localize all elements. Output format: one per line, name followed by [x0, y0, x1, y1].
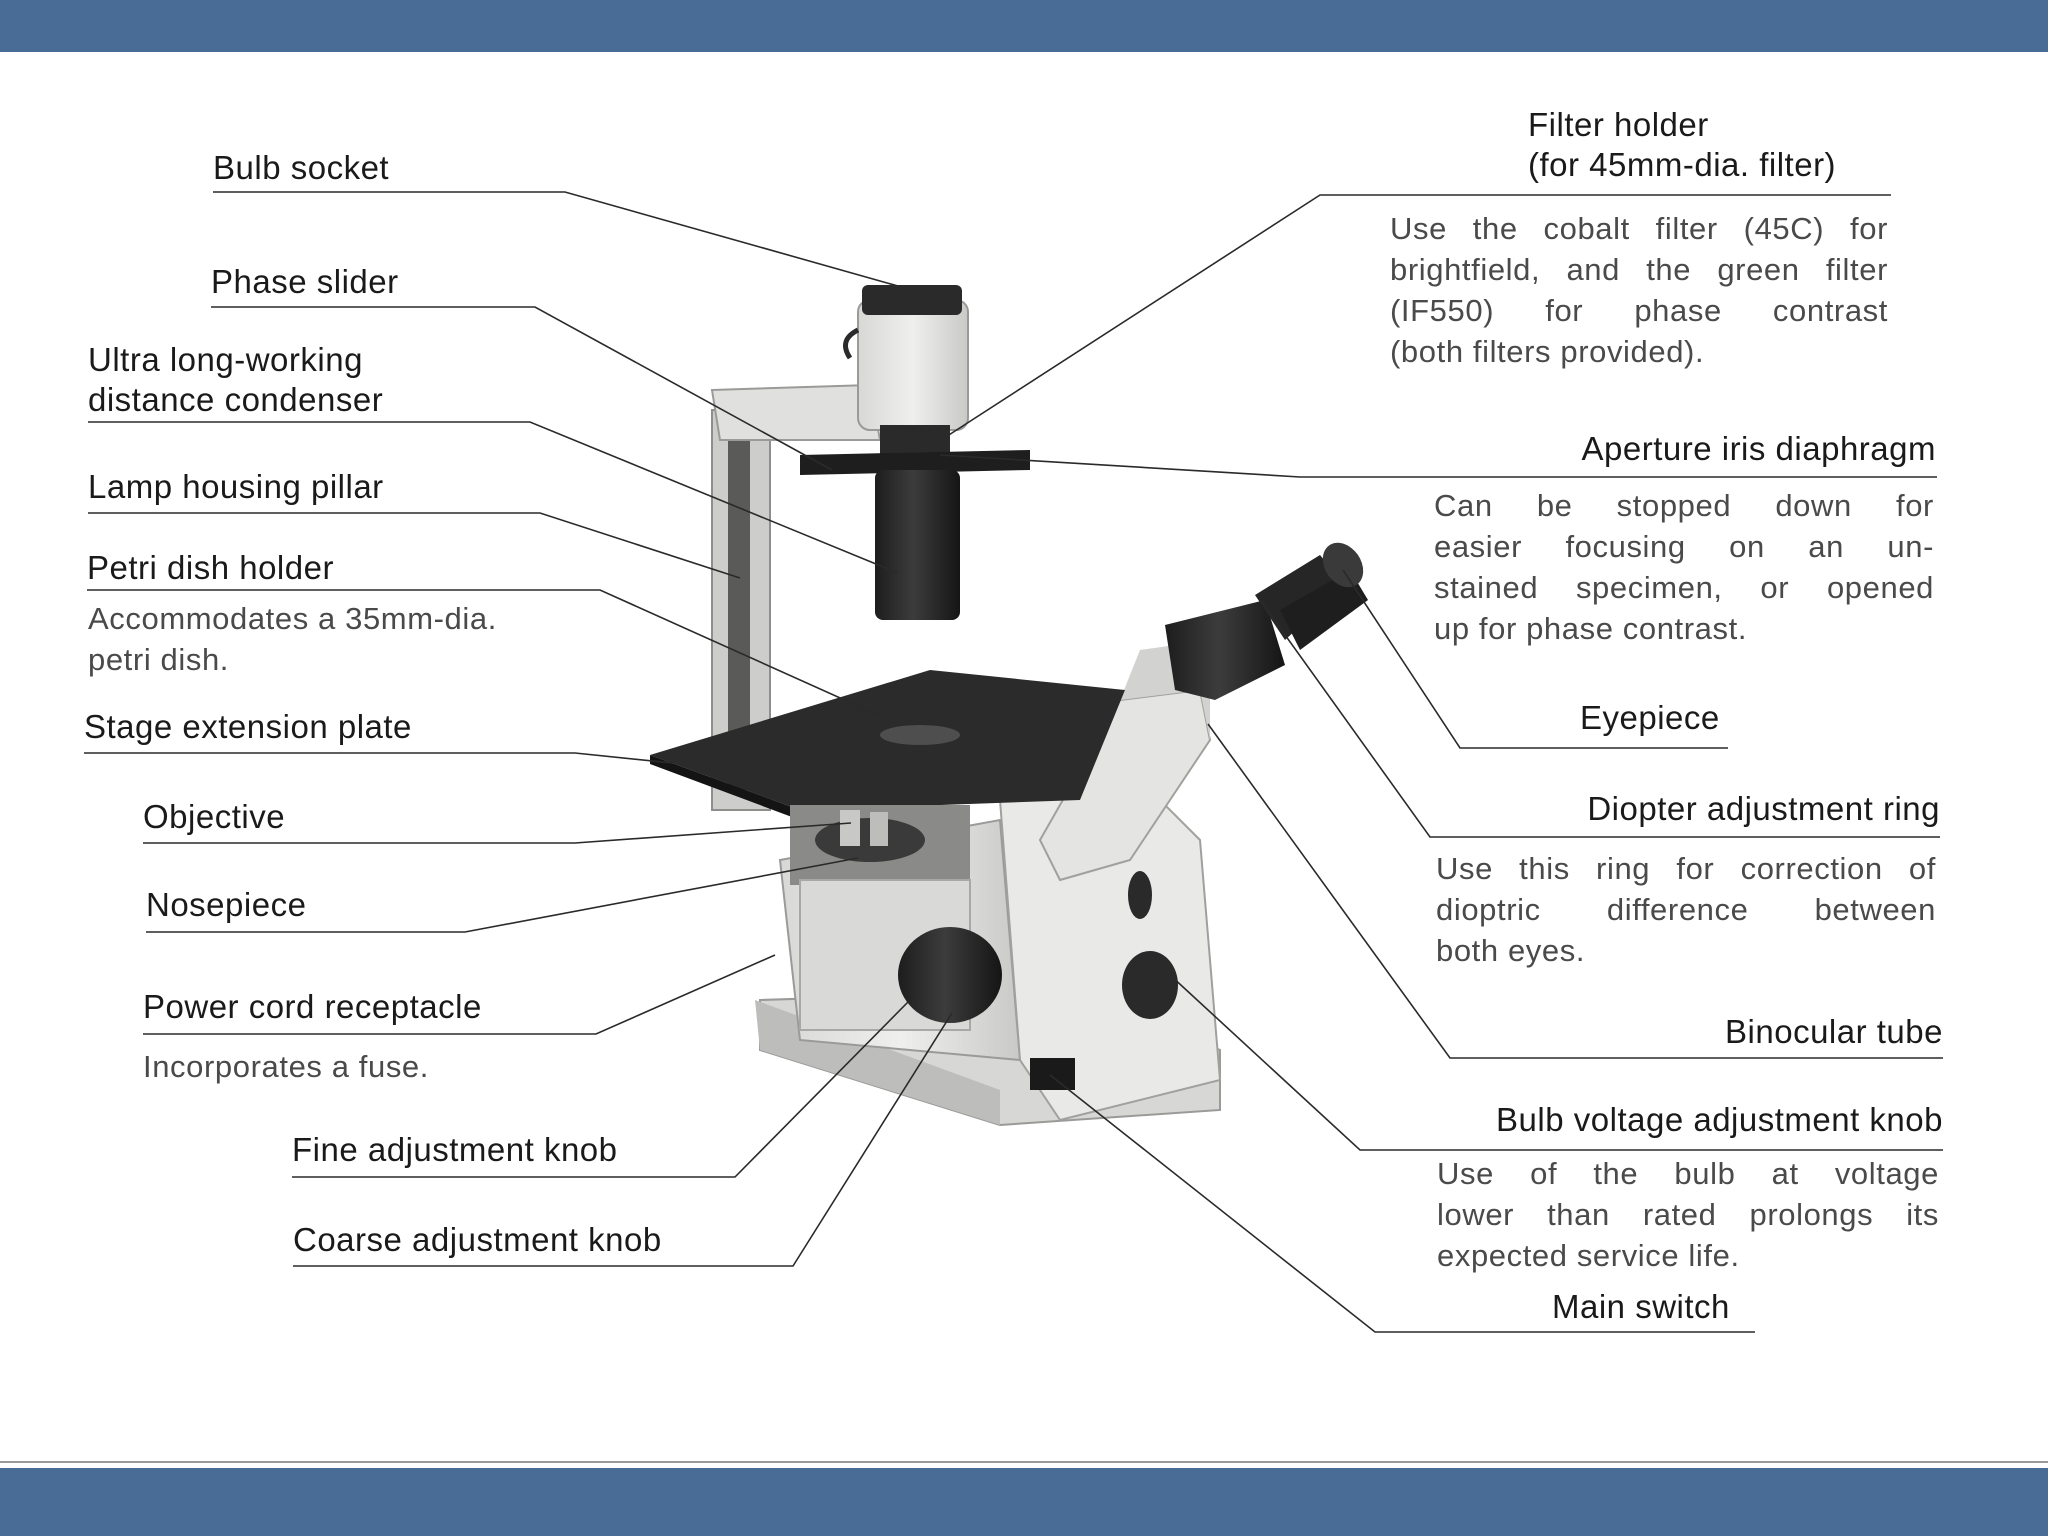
leader-line-binocular-tube	[1207, 723, 1943, 1059]
leader-line-objective	[143, 822, 852, 844]
description-diopter-line-1: Use this ring for correction of	[1436, 851, 1936, 886]
label-filter-holder-line-2: (for 45mm-dia. filter)	[1528, 146, 1837, 183]
label-petri-dish-holder: Petri dish holder	[87, 549, 334, 586]
description-aperture-line-1: Can be stopped down for	[1434, 488, 1934, 523]
stage-edge	[650, 755, 800, 820]
description-diopter-line-2: dioptric difference between	[1436, 892, 1936, 927]
bulb-socket-cap	[862, 285, 962, 315]
lamp-arm	[710, 383, 882, 441]
leader-line-fine-knob	[292, 1001, 909, 1178]
description-filter-holder: Use the cobalt filter (45C) for brightfi…	[1390, 208, 1888, 372]
description-diopter-adjustment-ring: Use this ring for correction of dioptric…	[1436, 848, 1936, 971]
leader-line-nosepiece	[146, 857, 859, 933]
label-stage-extension-plate: Stage extension plate	[84, 708, 412, 745]
description-petri-dish-line-2: petri dish.	[88, 642, 229, 677]
label-aperture-iris-diaphragm: Aperture iris diaphragm	[1581, 430, 1936, 467]
description-power-cord-receptacle: Incorporates a fuse.	[143, 1046, 429, 1087]
side-knob	[1128, 871, 1152, 919]
label-fine-adjustment-knob: Fine adjustment knob	[292, 1131, 618, 1168]
label-coarse-adjustment-knob: Coarse adjustment knob	[293, 1221, 662, 1258]
description-aperture-iris-diaphragm: Can be stopped down for easier focusing …	[1434, 485, 1934, 649]
label-objective: Objective	[143, 798, 286, 835]
objective-lens-2	[870, 812, 888, 846]
leader-line-power-cord	[143, 954, 776, 1035]
focus-knob	[898, 927, 1002, 1023]
objective-lens	[840, 810, 860, 846]
microscope-illustration	[650, 285, 1368, 1127]
label-bulb-voltage-adjustment-knob: Bulb voltage adjustment knob	[1496, 1101, 1943, 1138]
power-cable-loop	[843, 327, 860, 360]
description-bulb-voltage-adjustment-knob: Use of the bulb at voltage lower than ra…	[1437, 1153, 1939, 1276]
description-diopter-line-3: both eyes.	[1436, 933, 1586, 968]
label-filter-holder: Filter holder (for 45mm-dia. filter)	[1528, 105, 1836, 185]
eyepiece-cup	[1322, 542, 1364, 588]
description-power-cord-line: Incorporates a fuse.	[143, 1049, 429, 1084]
label-power-cord-receptacle: Power cord receptacle	[143, 988, 482, 1025]
leader-line-stage-plate	[84, 752, 673, 764]
leader-line-filter-holder	[937, 194, 1891, 443]
bottom-banner	[0, 1468, 2048, 1536]
label-diopter-adjustment-ring: Diopter adjustment ring	[1587, 790, 1940, 827]
bottom-divider-line	[0, 1461, 2048, 1463]
leader-line-bulb-voltage	[1169, 974, 1943, 1151]
leader-line-phase-slider	[211, 306, 833, 471]
label-bulb-socket: Bulb socket	[213, 149, 390, 186]
eyepiece-right	[1280, 570, 1368, 650]
label-condenser-line-1: Ultra long-working	[88, 341, 363, 378]
description-petri-dish-holder: Accommodates a 35mm-dia. petri dish.	[88, 598, 578, 680]
eyepiece-left	[1255, 555, 1345, 640]
leader-line-main-switch	[1049, 1074, 1755, 1333]
leader-line-eyepiece	[1342, 569, 1728, 749]
description-filter-holder-line-1: Use the cobalt filter (45C) for	[1390, 211, 1888, 246]
description-aperture-line-3: stained specimen, or opened	[1434, 570, 1934, 605]
leader-line-bulb-socket	[213, 191, 913, 291]
label-nosepiece: Nosepiece	[146, 886, 307, 923]
leader-line-lamp-pillar	[88, 512, 741, 579]
leader-line-diopter-ring	[1259, 599, 1940, 838]
label-main-switch: Main switch	[1552, 1288, 1730, 1325]
description-bulb-voltage-line-3: expected service life.	[1437, 1238, 1740, 1273]
description-bulb-voltage-line-1: Use of the bulb at voltage	[1437, 1156, 1939, 1191]
description-bulb-voltage-line-2: lower than rated prolongs its	[1437, 1197, 1939, 1232]
label-filter-holder-line-1: Filter holder	[1528, 106, 1709, 143]
leader-line-aperture-iris	[939, 454, 1937, 478]
description-aperture-line-4: up for phase contrast.	[1434, 611, 1748, 646]
condenser-body	[875, 470, 960, 620]
leader-lines	[84, 191, 1943, 1333]
label-eyepiece: Eyepiece	[1580, 699, 1720, 736]
leader-line-condenser	[88, 421, 899, 574]
label-lamp-housing-pillar: Lamp housing pillar	[88, 468, 384, 505]
bulb-voltage-knob	[1122, 951, 1178, 1019]
label-binocular-tube: Binocular tube	[1725, 1013, 1943, 1050]
label-phase-slider: Phase slider	[211, 263, 399, 300]
description-filter-holder-line-3: (IF550) for phase contrast	[1390, 293, 1888, 328]
label-condenser-line-2: distance condenser	[88, 381, 384, 418]
leader-line-petri-dish	[87, 589, 899, 725]
binocular-head	[1165, 600, 1285, 700]
description-filter-holder-line-2: brightfield, and the green filter	[1390, 252, 1888, 287]
leader-line-coarse-knob	[293, 1012, 953, 1267]
description-petri-dish-line-1: Accommodates a 35mm-dia.	[88, 601, 497, 636]
description-filter-holder-line-4: (both filters provided).	[1390, 334, 1705, 369]
description-aperture-line-2: easier focusing on an un-	[1434, 529, 1934, 564]
lamp-pillar-slot	[728, 430, 750, 790]
main-switch-body	[1030, 1058, 1075, 1090]
top-banner	[0, 0, 2048, 52]
lamp-housing	[857, 299, 969, 431]
label-condenser: Ultra long-working distance condenser	[88, 340, 383, 420]
stage-opening	[880, 725, 960, 745]
